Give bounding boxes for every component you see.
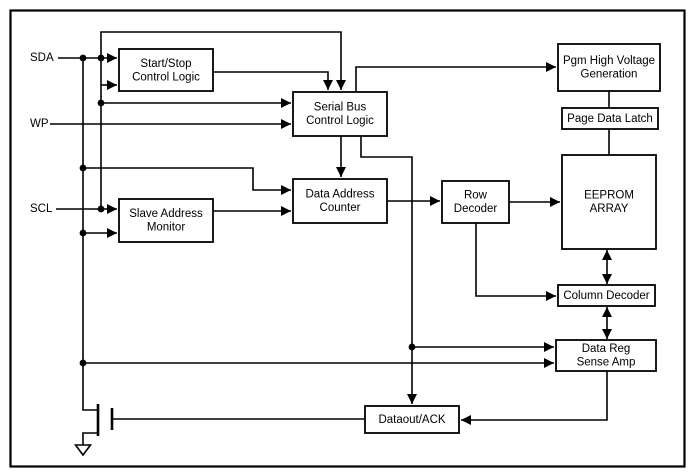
junction-dot	[79, 229, 87, 237]
block-rect	[118, 48, 214, 92]
block-label: EEPROM	[584, 190, 634, 202]
block-rect	[441, 180, 510, 224]
block-rect	[557, 43, 661, 92]
block-rect	[561, 154, 657, 250]
pin-label-sda: SDA	[30, 52, 54, 64]
junction-dots	[79, 54, 416, 367]
block-label: Decoder	[454, 203, 498, 215]
mosfet-source-lead	[82, 432, 98, 445]
block-label: Monitor	[147, 222, 186, 234]
wire-serial-bus-to-pgm-hv	[355, 62, 556, 92]
block-serial-bus-control-logic: Serial Bus Control Logic	[292, 91, 388, 137]
junction-dot	[79, 54, 87, 62]
wire-sense-amp-to-dataout	[461, 371, 608, 425]
block-label: Dataout/ACK	[378, 414, 445, 426]
block-label: Column Decoder	[563, 290, 649, 302]
pin-label-scl: SCL	[30, 203, 53, 215]
block-rect	[292, 91, 388, 137]
block-label: Data Reg	[582, 343, 631, 355]
mosfet-transistor-icon	[73, 404, 114, 457]
block-rect	[364, 405, 460, 434]
block-label: Page Data Latch	[567, 113, 653, 125]
junction-dot	[79, 164, 87, 172]
frame-border	[9, 9, 686, 468]
junction-dot	[79, 359, 87, 367]
block-label: Generation	[581, 69, 638, 81]
block-label: Row	[464, 190, 488, 202]
block-data-address-counter: Data Address Counter	[292, 178, 388, 224]
block-label: Serial Bus	[314, 102, 367, 114]
wire-start-stop-to-serial-bus	[213, 71, 333, 90]
pin-label-wp: WP	[30, 118, 49, 130]
block-rect	[118, 198, 214, 243]
block-label: Pgm High Voltage	[563, 55, 655, 67]
block-label: Start/Stop	[140, 58, 191, 70]
junction-dot	[97, 205, 105, 213]
block-dataout-ack: Dataout/ACK	[364, 405, 460, 434]
wire-serial-bus-to-dataout	[360, 136, 417, 404]
ground-icon	[73, 444, 93, 457]
block-data-reg-sense-amp: Data Reg Sense Amp	[555, 339, 657, 372]
block-pgm-high-voltage-generation: Pgm High Voltage Generation	[557, 43, 661, 92]
block-rect	[555, 339, 657, 372]
block-label: Control Logic	[306, 115, 374, 127]
block-eeprom-array: EEPROM ARRAY	[561, 154, 657, 250]
block-start-stop-control-logic: Start/Stop Control Logic	[118, 48, 214, 92]
block-label: ARRAY	[590, 203, 629, 215]
wires	[50, 31, 612, 425]
wire-row-decoder-to-column-decoder	[475, 223, 556, 301]
block-label: Slave Address	[129, 208, 203, 220]
wire-top-rail-to-serial-bus	[100, 31, 346, 90]
block-rect	[561, 107, 659, 130]
junction-dot	[97, 99, 105, 107]
block-label: Sense Amp	[577, 357, 636, 369]
wire-sda-bus-vertical	[82, 58, 97, 411]
block-column-decoder: Column Decoder	[557, 284, 656, 307]
block-label: Data Address	[305, 189, 374, 201]
block-rect	[292, 178, 388, 224]
block-label: Counter	[320, 202, 361, 214]
wire-sda-to-data-address-counter	[83, 167, 291, 195]
junction-dot	[408, 343, 416, 351]
block-slave-address-monitor: Slave Address Monitor	[118, 198, 214, 243]
block-page-data-latch: Page Data Latch	[561, 107, 659, 130]
block-rect	[557, 284, 656, 307]
block-label: Control Logic	[132, 72, 200, 84]
pin-labels: SDA WP SCL	[30, 52, 54, 215]
block-row-decoder: Row Decoder	[441, 180, 510, 224]
junction-dot	[97, 54, 105, 62]
